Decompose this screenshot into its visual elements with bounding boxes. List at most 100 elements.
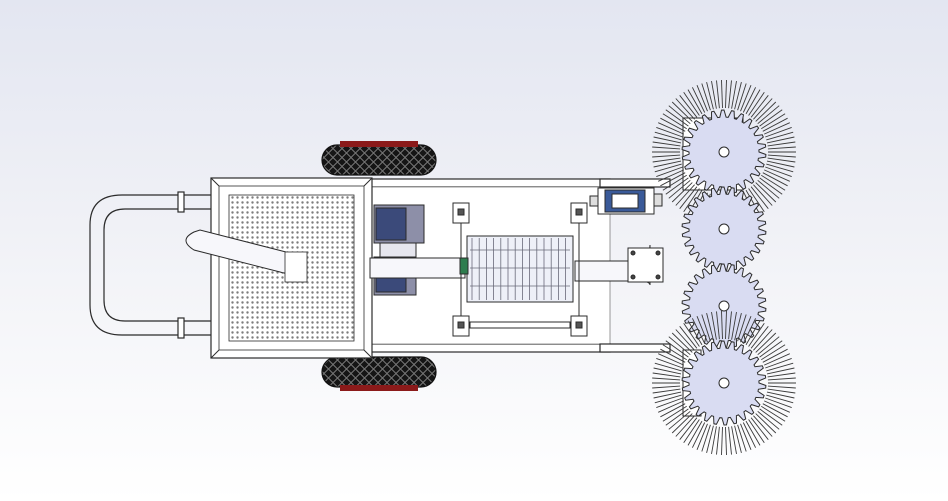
brush-bristle [762, 117, 788, 132]
brush-bristle [668, 336, 691, 356]
brush-bristle [652, 157, 681, 163]
brush-bristle [675, 329, 695, 351]
brush-bristle [656, 357, 683, 369]
brush-bristle [742, 87, 757, 113]
brush-bristle [691, 87, 706, 113]
brush-bristle [731, 426, 737, 454]
brush-bristle [658, 169, 684, 182]
brush-bristle [757, 179, 780, 199]
brush-bristle [696, 85, 708, 112]
brush-bristle [755, 182, 777, 203]
brush-bristle [764, 400, 790, 413]
brush-bristle [662, 405, 687, 422]
brush-bristle [766, 136, 795, 144]
drive-motor [589, 187, 663, 215]
brush-bristle [753, 184, 773, 206]
brush-bristle [759, 177, 783, 195]
brush-bristle [759, 340, 783, 358]
brush-bristle [745, 420, 761, 446]
brush-bristle [652, 385, 681, 389]
brush-bristle [748, 323, 765, 347]
brush-bristle [765, 397, 792, 409]
brush-bristle [653, 367, 682, 375]
brush-bristle [742, 318, 757, 344]
brush-bristle [716, 426, 720, 455]
brush-bristle [762, 403, 788, 418]
brush-bristle [653, 391, 682, 399]
brush-bristle [731, 81, 737, 109]
brush-bristle [721, 426, 723, 456]
brush-bristle [755, 332, 777, 353]
brush-bristle [728, 80, 732, 109]
brush-bristle [766, 131, 794, 141]
brush-bristle [750, 326, 769, 349]
brush-bristle [716, 80, 720, 109]
brush-bristle [753, 329, 773, 351]
brush-bristle [740, 85, 752, 112]
brush-bristle [687, 420, 703, 446]
brush-bristle [691, 318, 706, 344]
brush-bristle [767, 377, 796, 381]
brush-bristle [652, 377, 681, 381]
brush-bristle [679, 326, 698, 349]
gear-hub [718, 146, 730, 158]
brush-bristle [764, 122, 790, 135]
brush-bristle [734, 425, 742, 454]
brush-bristle [750, 417, 769, 440]
brush-bristle [737, 314, 747, 342]
brush-bristle [654, 394, 682, 404]
brush-bristle [656, 166, 683, 178]
brush-bristle [711, 81, 717, 109]
brush-bristle [764, 169, 790, 182]
brush-bristle [757, 105, 780, 125]
brush-bristle [653, 160, 682, 168]
brush-bristle [728, 311, 732, 340]
brush-bristle [725, 310, 727, 340]
brush-bristle [696, 316, 708, 343]
brush-bristle [767, 372, 796, 378]
brush-bristle [765, 166, 792, 178]
brush-bristle [653, 136, 682, 144]
brush-bristle [660, 172, 686, 187]
brush-bristle [660, 403, 686, 418]
brush-bristle [740, 423, 752, 450]
brush-bristle [711, 426, 717, 454]
brush-bristle [687, 320, 703, 346]
brush-bristle [766, 391, 795, 399]
brush-bristle [656, 397, 683, 409]
gear-train [652, 79, 796, 456]
brush-bristle [675, 98, 695, 120]
hopper-with-mesh-screen [185, 177, 373, 359]
brush-bristle [766, 163, 794, 173]
brush-bristle [728, 426, 732, 455]
brush-bristle [755, 413, 777, 434]
brush-bristle [759, 109, 783, 127]
brush-bristle [766, 367, 795, 375]
brush-bristle [701, 314, 711, 342]
gear-hub [718, 223, 730, 235]
brush-bristle [701, 83, 711, 111]
brush-bristle [767, 388, 796, 394]
brush-bristle [748, 188, 765, 212]
brush-bristle [665, 177, 689, 195]
brush-bristle [652, 154, 681, 158]
brush-bristle [658, 400, 684, 413]
brush-bristle [767, 157, 796, 163]
brush-bristle [668, 410, 691, 430]
brush-bristle [737, 424, 747, 452]
brush-bristle [701, 424, 711, 452]
brush-bristle [652, 388, 681, 394]
brush-bristle [658, 122, 684, 135]
brush-bristle [665, 109, 689, 127]
brush-bristle [748, 92, 765, 116]
brush-bristle [654, 362, 682, 372]
brush-bristle [757, 336, 780, 356]
brush-bristle [721, 79, 723, 109]
brush-bristle [765, 126, 792, 138]
lower-wheel [321, 356, 437, 391]
brush-bristle [750, 95, 769, 118]
brush-bristle [761, 174, 786, 191]
brush-bristle [683, 323, 700, 347]
brush-bristle [761, 113, 786, 130]
brush-bristle [668, 179, 691, 199]
